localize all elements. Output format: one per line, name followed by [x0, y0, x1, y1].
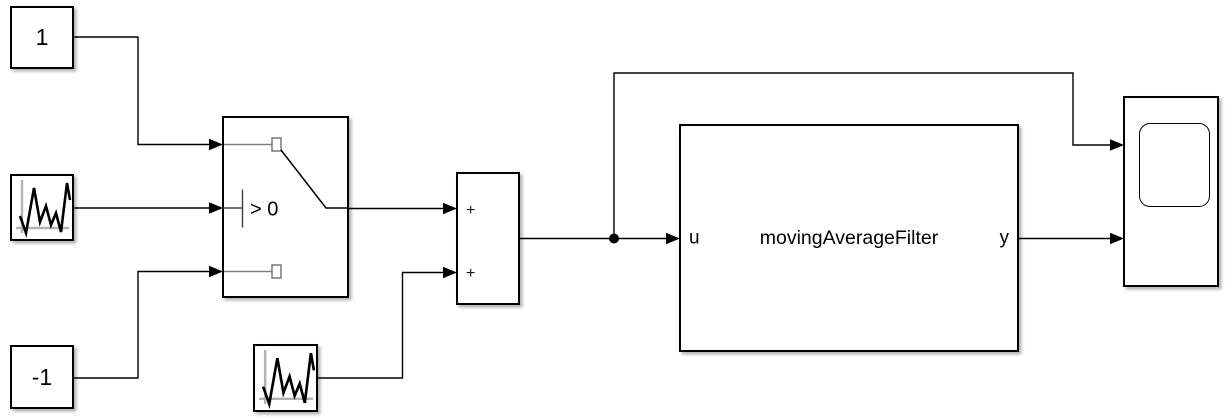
- switch-lever: [280, 149, 348, 209]
- arrowhead-sum-input-2: [443, 266, 457, 279]
- noise-waveform-icon: [259, 350, 316, 410]
- wire-constant1-to-switch[interactable]: [74, 36, 210, 146]
- arrowhead-switch-input-2: [209, 202, 223, 214]
- arrowhead-sum-input-1: [443, 202, 457, 215]
- sum-plus-sign-bottom: +: [466, 265, 476, 282]
- constant-block-minus-1[interactable]: -1: [10, 345, 74, 409]
- constant-block-1-label: 1: [35, 24, 49, 50]
- arrowhead-filter-input: [666, 232, 680, 245]
- switch-port3-square: [271, 264, 282, 279]
- arrowhead-scope-input-1: [1110, 139, 1124, 151]
- noise-waveform-icon: [16, 180, 72, 239]
- sum-plus-sign-top: +: [466, 202, 476, 219]
- noise-source-block-bottom[interactable]: [253, 344, 318, 412]
- arrowhead-scope-input-2: [1110, 232, 1124, 245]
- switch-threshold-label: > 0: [250, 198, 279, 221]
- constant-block-1[interactable]: 1: [10, 6, 74, 69]
- subsystem-title: movingAverageFilter: [759, 226, 939, 249]
- subsystem-input-port-label: u: [689, 227, 700, 249]
- scope-display-icon: [1139, 123, 1210, 207]
- arrowhead-switch-input-1: [209, 138, 223, 151]
- switch-block[interactable]: > 0: [222, 116, 349, 298]
- wire-constant-minus1-to-switch[interactable]: [74, 270, 210, 379]
- noise-source-block-top[interactable]: [10, 174, 74, 241]
- constant-block-minus-1-label: -1: [31, 363, 53, 390]
- subsystem-output-port-label: y: [999, 227, 1010, 249]
- scope-block[interactable]: [1123, 96, 1219, 287]
- wire-branch-to-scope-input-1[interactable]: [613, 72, 1111, 239]
- arrowhead-switch-input-3: [209, 265, 223, 278]
- wire-noise2-to-sum[interactable]: [318, 271, 444, 379]
- switch-port1-square: [271, 137, 282, 152]
- moving-average-filter-block[interactable]: u movingAverageFilter y: [679, 124, 1019, 352]
